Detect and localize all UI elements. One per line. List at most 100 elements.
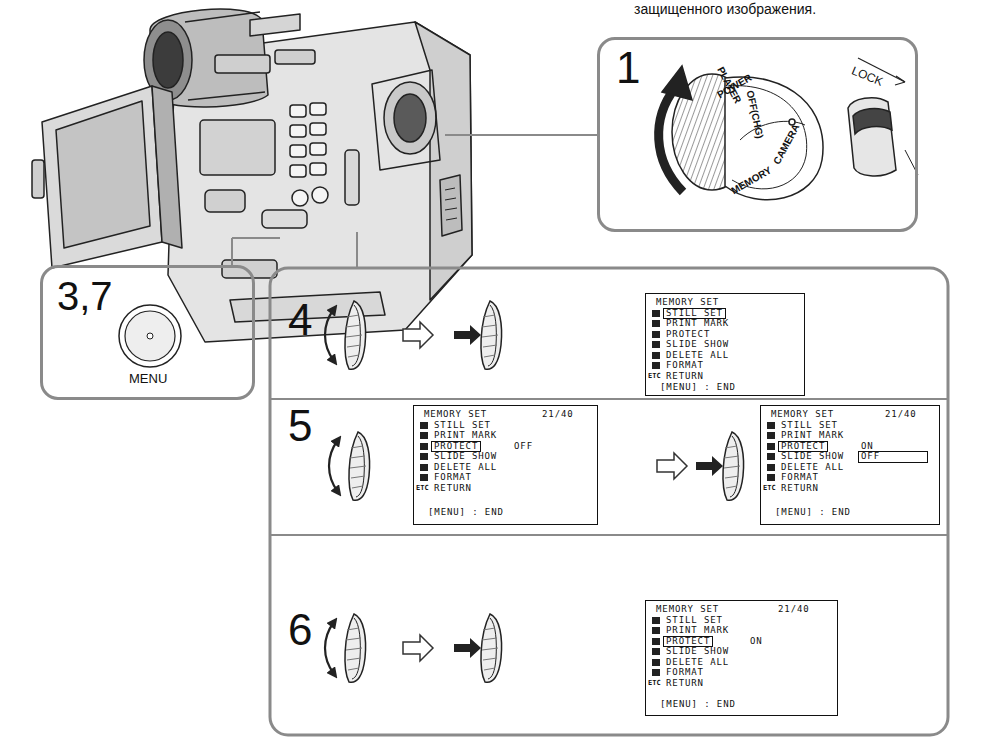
step-number: 3,7 bbox=[57, 274, 113, 318]
power-dial bbox=[662, 66, 692, 100]
camcorder bbox=[153, 32, 183, 88]
menu-item: MEMORY SET bbox=[656, 605, 719, 615]
menu-icon bbox=[420, 443, 428, 450]
step-band: 4 MEMORY SETSTILL SETPRINT MARKPROTECTSLI… bbox=[272, 270, 946, 399]
menu-icon bbox=[652, 341, 660, 348]
menu-icon bbox=[767, 464, 775, 471]
menu-item: FORMAT bbox=[781, 473, 819, 483]
camcorder bbox=[415, 22, 472, 300]
steps-panel bbox=[270, 268, 948, 735]
camcorder bbox=[292, 190, 308, 206]
wheel-steps bbox=[325, 301, 366, 369]
lock-switch bbox=[895, 76, 905, 85]
menu-item: [MENU] : END bbox=[428, 508, 504, 518]
camcorder bbox=[445, 188, 457, 220]
menu-button bbox=[119, 305, 181, 367]
camcorder bbox=[290, 165, 306, 177]
menu-item: FORMAT bbox=[666, 361, 704, 371]
steps-panel bbox=[270, 268, 948, 735]
camcorder bbox=[275, 50, 315, 64]
wheel-steps bbox=[329, 432, 370, 500]
step-panel: 1POWERPLAYEROFF(CHG)CAMERAMEMORYLOCK bbox=[597, 37, 918, 232]
menu-item: PROTECT bbox=[431, 441, 481, 453]
wheel-steps bbox=[454, 614, 502, 682]
menu-screen: MEMORY SET21/40STILL SETPRINT MARKPROTEC… bbox=[760, 405, 940, 525]
menu-item: [MENU] : END bbox=[775, 508, 851, 518]
menu-item: RETURN bbox=[781, 484, 819, 494]
menu-button bbox=[125, 311, 175, 361]
menu-item: 21/40 bbox=[778, 605, 810, 615]
menu-screen: MEMORY SETSTILL SETPRINT MARKPROTECTSLID… bbox=[645, 293, 805, 396]
menu-icon bbox=[652, 638, 660, 645]
step-band: 6MEMORY SET21/40STILL SETPRINT MARKPROTE… bbox=[272, 536, 946, 732]
step-number: 1 bbox=[616, 44, 640, 92]
camcorder bbox=[372, 70, 440, 170]
menu-icon bbox=[652, 352, 660, 359]
menu-item: SLIDE SHOW bbox=[666, 647, 729, 657]
menu-icon bbox=[420, 453, 428, 460]
menu-icon bbox=[652, 362, 660, 369]
steps-panel bbox=[270, 399, 948, 535]
menu-item: ON bbox=[750, 637, 763, 647]
control-label: MENU bbox=[129, 372, 167, 386]
step-number: 4 bbox=[288, 296, 312, 344]
menu-icon bbox=[652, 310, 660, 317]
leader-line bbox=[445, 134, 597, 136]
caption-fragment: защищенного изображения. bbox=[634, 1, 816, 17]
menu-icon bbox=[767, 422, 775, 429]
menu-item: RETURN bbox=[434, 484, 472, 494]
camcorder bbox=[200, 120, 275, 175]
menu-item: ETC bbox=[648, 373, 661, 381]
leader-line bbox=[356, 232, 358, 268]
menu-item: RETURN bbox=[666, 679, 704, 689]
menu-icon bbox=[767, 453, 775, 460]
menu-icon bbox=[652, 627, 660, 634]
menu-icon bbox=[420, 422, 428, 429]
menu-item: PRINT MARK bbox=[666, 319, 729, 329]
camcorder bbox=[384, 82, 436, 154]
menu-item: ETC bbox=[648, 680, 661, 688]
menu-icon bbox=[767, 432, 775, 439]
menu-icon bbox=[767, 443, 775, 450]
menu-item: SLIDE SHOW bbox=[781, 452, 844, 462]
camcorder bbox=[290, 145, 306, 157]
menu-item: PROTECT bbox=[666, 330, 710, 340]
menu-button bbox=[119, 305, 181, 367]
camcorder bbox=[32, 9, 472, 342]
wheel-steps bbox=[657, 453, 687, 479]
camcorder bbox=[290, 125, 306, 137]
camcorder bbox=[262, 210, 307, 228]
lock-switch bbox=[853, 109, 892, 134]
control-label: LOCK bbox=[850, 64, 885, 88]
step-number: 6 bbox=[288, 606, 312, 654]
menu-item: [MENU] : END bbox=[660, 700, 736, 710]
leader-line bbox=[232, 135, 597, 268]
wheel-steps bbox=[696, 432, 744, 500]
camcorder bbox=[222, 260, 277, 278]
menu-item: DELETE ALL bbox=[781, 463, 844, 473]
camcorder bbox=[56, 101, 150, 248]
wheel-steps bbox=[403, 322, 433, 348]
camcorder bbox=[152, 86, 182, 248]
camcorder bbox=[310, 123, 326, 135]
menu-item: MEMORY SET bbox=[656, 298, 719, 308]
menu-item: PRINT MARK bbox=[434, 431, 497, 441]
camcorder bbox=[205, 190, 245, 212]
menu-icon bbox=[420, 474, 428, 481]
step-panel: 3,7MENU bbox=[40, 265, 255, 400]
menu-screen: MEMORY SET21/40STILL SETPRINT MARKPROTEC… bbox=[413, 405, 598, 525]
camcorder bbox=[32, 160, 44, 198]
power-dial bbox=[659, 66, 823, 200]
step-band: 5MEMORY SET21/40STILL SETPRINT MARKPROTE… bbox=[272, 400, 946, 534]
menu-item: FORMAT bbox=[434, 473, 472, 483]
menu-icon bbox=[767, 474, 775, 481]
menu-item: 21/40 bbox=[885, 410, 917, 420]
menu-item: STILL SET bbox=[781, 421, 838, 431]
camcorder bbox=[42, 86, 162, 268]
wheel-steps bbox=[454, 301, 502, 369]
menu-item: PRINT MARK bbox=[666, 626, 729, 636]
camcorder bbox=[310, 143, 326, 155]
menu-screen: MEMORY SET21/40STILL SETPRINT MARKPROTEC… bbox=[645, 600, 838, 716]
menu-item: ON bbox=[861, 442, 874, 452]
menu-item: PRINT MARK bbox=[781, 431, 844, 441]
